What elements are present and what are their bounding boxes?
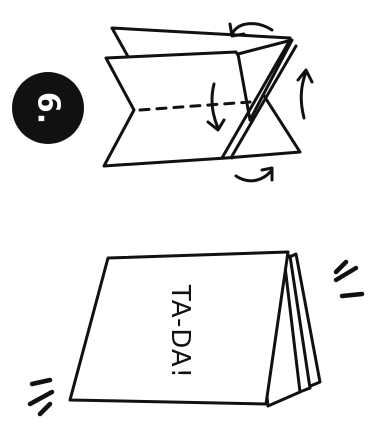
card-text: TA-DA! bbox=[165, 284, 195, 379]
folding-step-diagram bbox=[104, 24, 312, 181]
curved-arrow-top bbox=[230, 24, 272, 36]
excitement-marks-left bbox=[30, 380, 52, 414]
curved-arrow-right bbox=[298, 70, 312, 118]
step-number-badge: 6. bbox=[12, 72, 84, 144]
curved-arrow-bottom bbox=[236, 168, 272, 181]
step-number-label: 6. bbox=[31, 92, 66, 124]
excitement-marks-right bbox=[336, 262, 362, 296]
finished-card: TA-DA! bbox=[70, 252, 320, 406]
